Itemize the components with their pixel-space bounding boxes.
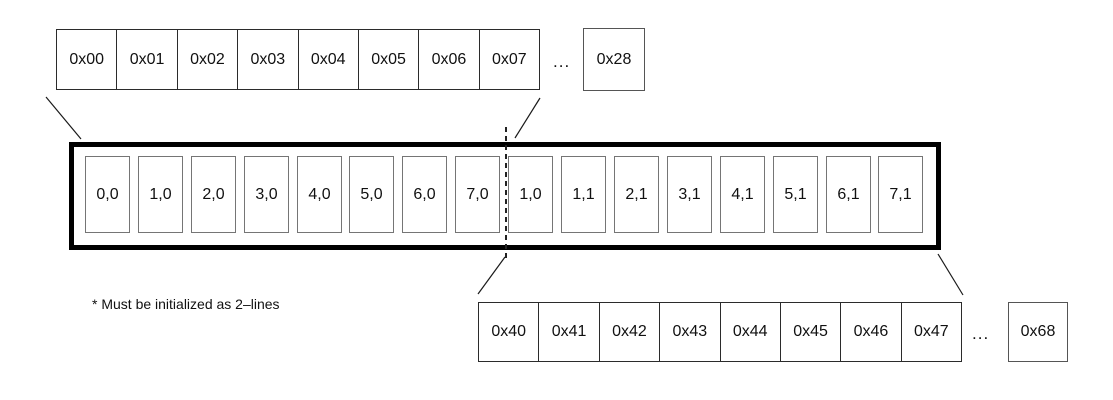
bottom-address-row: 0x40 0x41 0x42 0x43 0x44 0x45 0x46 0x47 — [478, 302, 962, 362]
buffer-cell: 4,0 — [297, 156, 342, 233]
buffer-cell: 5,0 — [349, 156, 394, 233]
ellipsis-bottom: ... — [972, 324, 990, 343]
address-cell: 0x46 — [841, 303, 902, 361]
connector-line-top-right — [514, 97, 541, 139]
buffer-cell: 6,1 — [826, 156, 871, 233]
connector-line-bottom-right — [937, 253, 964, 296]
buffer-cell: 5,1 — [773, 156, 818, 233]
buffer-cell: 7,1 — [878, 156, 923, 233]
address-cell: 0x06 — [419, 30, 480, 89]
buffer-cell: 0,0 — [85, 156, 130, 233]
address-cell: 0x40 — [479, 303, 540, 361]
line-boundary-dashed-divider — [505, 127, 507, 259]
address-cell: 0x41 — [539, 303, 600, 361]
address-cell: 0x42 — [600, 303, 661, 361]
top-address-row: 0x00 0x01 0x02 0x03 0x04 0x05 0x06 0x07 — [56, 29, 540, 90]
address-box-0x28: 0x28 — [583, 28, 645, 91]
buffer-cell: 3,1 — [667, 156, 712, 233]
address-cell: 0x45 — [781, 303, 842, 361]
address-cell: 0x43 — [660, 303, 721, 361]
address-cell: 0x05 — [359, 30, 420, 89]
buffer-cell: 2,0 — [191, 156, 236, 233]
address-cell: 0x44 — [721, 303, 781, 361]
address-box-0x68: 0x68 — [1008, 302, 1068, 362]
buffer-cell: 1,1 — [561, 156, 606, 233]
buffer-cell: 2,1 — [614, 156, 659, 233]
address-cell: 0x00 — [57, 30, 118, 89]
connector-line-top-left — [45, 96, 82, 140]
address-cell: 0x02 — [178, 30, 239, 89]
ellipsis-top: ... — [553, 52, 571, 71]
note-text: * Must be initialized as 2–lines — [92, 296, 280, 312]
address-cell: 0x01 — [117, 30, 178, 89]
buffer-cell: 1,0 — [508, 156, 553, 233]
buffer-cell: 7,0 — [455, 156, 500, 233]
address-cell: 0x03 — [238, 30, 299, 89]
address-cell: 0x47 — [913, 323, 949, 340]
address-cell: 0x07 — [491, 50, 527, 68]
buffer-cell: 1,0 — [138, 156, 183, 233]
connector-line-bottom-left — [477, 256, 506, 295]
buffer-cell: 4,1 — [720, 156, 765, 233]
buffer-cell: 3,0 — [244, 156, 289, 233]
buffer-cell: 6,0 — [402, 156, 447, 233]
address-cell: 0x04 — [299, 30, 359, 89]
